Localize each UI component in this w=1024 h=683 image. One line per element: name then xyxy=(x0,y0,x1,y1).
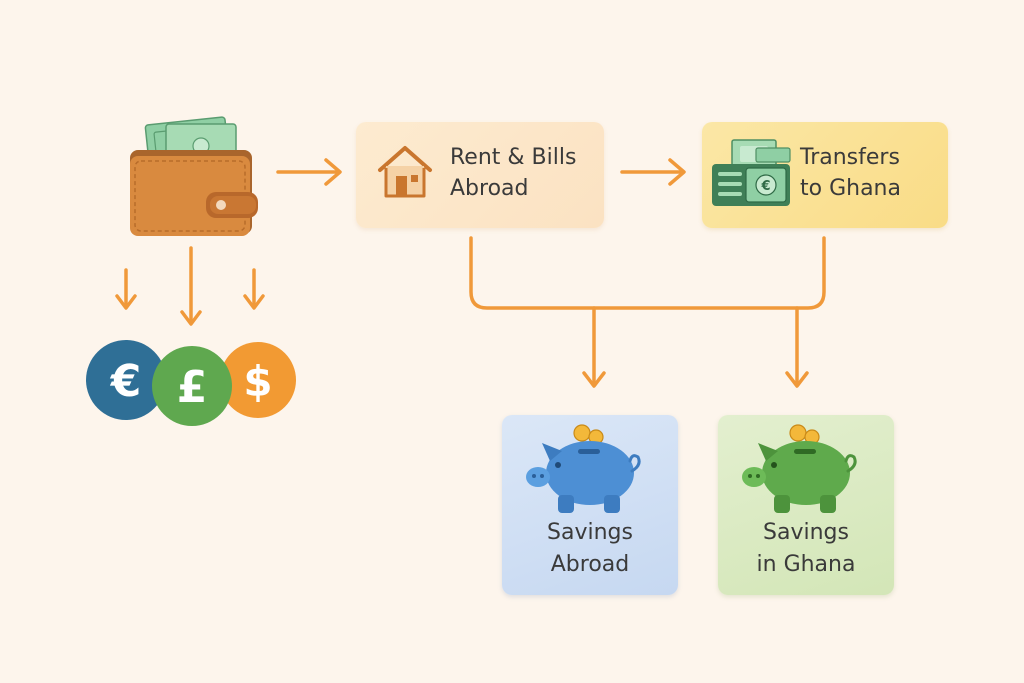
rent-label-line1: Rent & Bills xyxy=(450,145,577,170)
rent-label-line2: Abroad xyxy=(450,176,529,201)
currency-coins: € $ £ xyxy=(86,340,296,426)
dollar-symbol: $ xyxy=(243,357,272,406)
savings-abroad-line2: Abroad xyxy=(550,552,630,577)
pound-coin: £ xyxy=(152,346,232,426)
money-transfer-icon: € xyxy=(712,139,791,206)
savings-ghana-line1: Savings xyxy=(763,520,849,545)
transfers-label-line2: to Ghana xyxy=(800,176,901,201)
savings-ghana-card: Savings in Ghana xyxy=(718,415,894,595)
euro-coin: € xyxy=(86,340,166,420)
rent-bills-card: Rent & Bills Abroad xyxy=(356,122,604,228)
savings-abroad-card: Savings Abroad xyxy=(502,415,678,595)
savings-ghana-line2: in Ghana xyxy=(756,552,856,577)
piggy-bank-icon xyxy=(742,424,857,513)
savings-abroad-line1: Savings xyxy=(547,520,633,545)
wallet-icon xyxy=(130,116,258,236)
euro-note-symbol: € xyxy=(760,179,770,194)
transfers-card: € Transfers to Ghana xyxy=(702,122,948,228)
dollar-coin: $ xyxy=(220,342,296,418)
connector-rent-down xyxy=(469,236,826,310)
transfers-label-line1: Transfers xyxy=(800,145,900,170)
euro-symbol: € xyxy=(110,356,142,407)
piggy-bank-icon xyxy=(526,424,641,513)
pound-symbol: £ xyxy=(177,362,208,413)
house-icon xyxy=(378,146,432,198)
